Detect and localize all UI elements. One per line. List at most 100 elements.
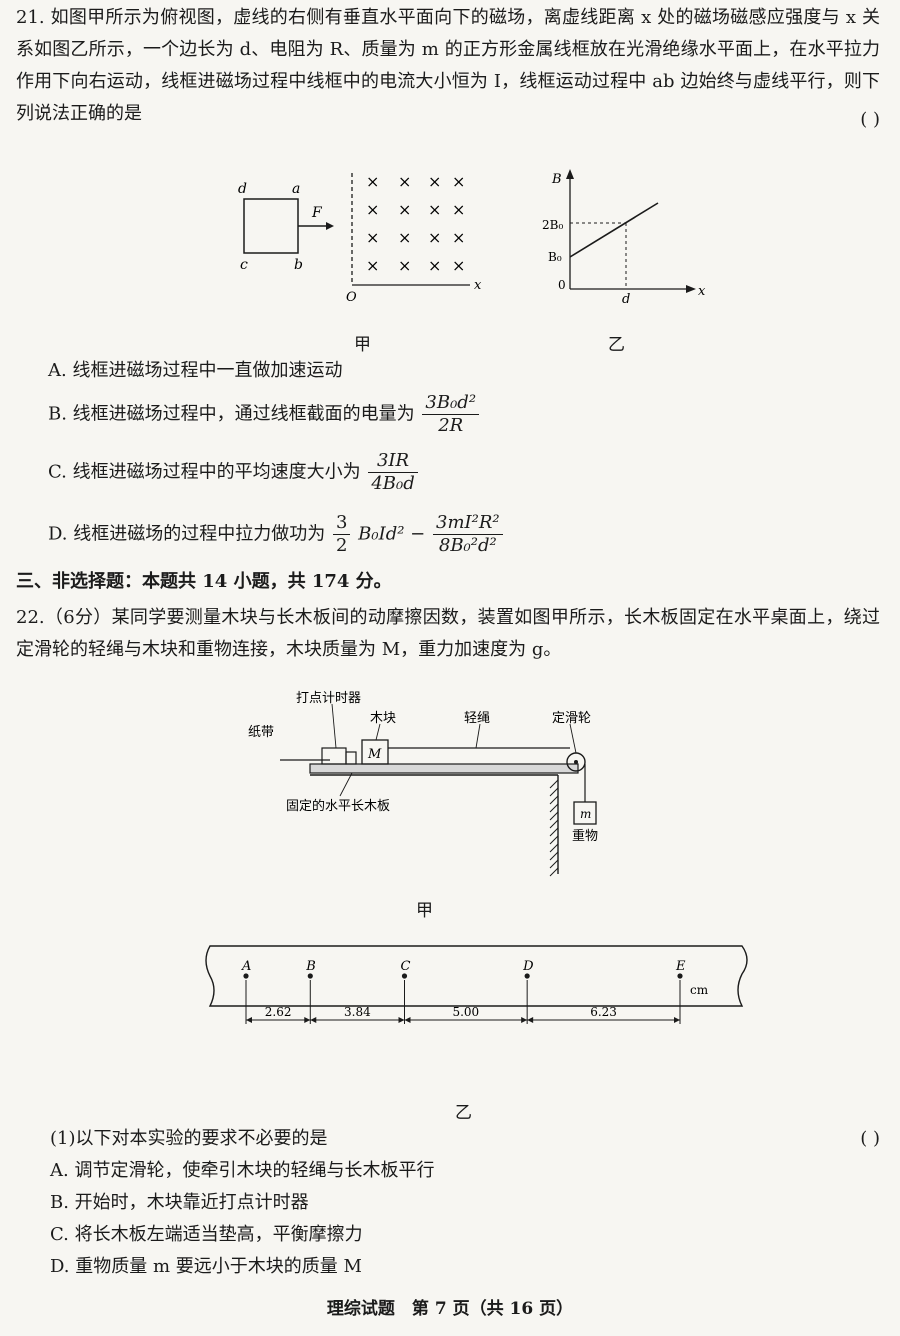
hatch-line	[549, 835, 559, 845]
field-cross-2-2: ×	[428, 228, 441, 247]
option-c-fraction: 3IR 4B₀d	[368, 450, 418, 495]
hatch-line	[549, 827, 559, 837]
field-cross-0-2: ×	[428, 172, 441, 191]
table-hatching	[549, 779, 559, 877]
tape-point-label-E: E	[675, 959, 686, 974]
tape-dot-C	[401, 973, 408, 979]
segment-arrow-right	[521, 1017, 528, 1023]
q22-sub1-text: (1)以下对本实验的要求不必要的是	[50, 1128, 328, 1149]
tick-d-label: d	[622, 292, 630, 307]
hanging-weight	[573, 801, 597, 825]
wood-block	[361, 739, 389, 765]
tape-strip	[205, 945, 748, 1007]
q21-figure-jia-caption: 甲	[354, 335, 371, 355]
corner-b-label: b	[294, 257, 303, 273]
tape-dot-D	[524, 973, 530, 979]
segment-length-label: 2.62	[265, 1005, 292, 1019]
b-axis-label: B	[551, 172, 562, 187]
hatch-line	[549, 779, 559, 789]
option-d-text: D. 线框进磁场的过程中拉力做功为	[48, 523, 326, 545]
corner-a-label: a	[292, 181, 300, 197]
q22-tape-caption: 乙	[455, 1103, 472, 1123]
pulley-label: 定滑轮	[552, 711, 591, 726]
corner-d-label: d	[238, 181, 247, 197]
q21-figure-yi: B 2B₀ B₀ 0 d x	[542, 169, 706, 307]
magnetic-field-crosses: ××××××××××××××××	[366, 172, 465, 275]
question-22-text: 22.（6分）某同学要测量木块与长木板间的动摩擦因数，装置如图甲所示，长木板固定…	[16, 607, 880, 660]
segment-length-label: 5.00	[452, 1005, 479, 1019]
segment-arrow-right	[304, 1017, 311, 1023]
field-cross-1-2: ×	[428, 200, 441, 219]
field-cross-2-0: ×	[366, 228, 379, 247]
field-cross-0-1: ×	[398, 172, 411, 191]
question-21-text: 21. 如图甲所示为俯视图，虚线的右侧有垂直水平面向下的磁场，离虚线距离 x 处…	[16, 7, 880, 124]
hatch-line	[549, 867, 559, 877]
tick-b0-label: B₀	[548, 250, 562, 264]
force-arrow-head	[326, 222, 334, 230]
tape-label: 纸带	[248, 725, 274, 740]
section-3-heading: 三、非选择题：本题共 14 小题，共 174 分。	[16, 571, 392, 592]
option-b-fraction: 3B₀d² 2R	[422, 392, 480, 437]
rope-label: 轻绳	[464, 711, 490, 726]
q22-apparatus-figure: M m 打点计时器 纸带 木块 轻绳 定滑轮 固定的水平长木板 重物	[248, 691, 598, 877]
field-cross-2-3: ×	[452, 228, 465, 247]
board-label: 固定的水平长木板	[286, 798, 390, 814]
q21-option-d: D. 线框进磁场的过程中拉力做功为 3 2 B₀Id² − 3mI²R² 8B₀…	[48, 512, 505, 557]
block-mass-label: M	[367, 747, 382, 762]
field-cross-1-0: ×	[366, 200, 379, 219]
q22-sub1-answer-bracket: ( )	[860, 1128, 880, 1149]
block-label: 木块	[370, 711, 396, 726]
force-label: F	[311, 205, 323, 221]
square-loop	[243, 198, 299, 254]
tape-point-label-C: C	[400, 959, 410, 974]
segment-arrow-left	[310, 1017, 317, 1023]
x-axis-label: x	[474, 278, 482, 293]
x-axis-arrow	[686, 285, 696, 293]
field-cross-3-3: ×	[452, 256, 465, 275]
q21-option-b: B. 线框进磁场过程中，通过线框截面的电量为 3B₀d² 2R	[48, 392, 481, 437]
origin-label: O	[346, 290, 357, 305]
origin-label: 0	[558, 278, 566, 292]
weight-mass-label: m	[580, 807, 591, 821]
b-vs-x-line	[569, 202, 659, 258]
segment-arrow-left	[527, 1017, 534, 1023]
weight-label: 重物	[572, 828, 598, 844]
long-board	[309, 763, 579, 774]
field-cross-2-1: ×	[398, 228, 411, 247]
hatch-line	[549, 859, 559, 869]
corner-c-label: c	[240, 257, 248, 273]
x-axis-label: x	[698, 284, 706, 299]
hatch-line	[549, 843, 559, 853]
q22-sub1-option-c: C. 将长木板左端适当垫高，平衡摩擦力	[50, 1224, 363, 1245]
option-c-text: C. 线框进磁场过程中的平均速度大小为	[48, 461, 361, 483]
option-d-fraction-2: 3mI²R² 8B₀²d²	[433, 512, 503, 557]
field-cross-3-0: ×	[366, 256, 379, 275]
hatch-line	[549, 811, 559, 821]
field-cross-0-3: ×	[452, 172, 465, 191]
hatch-line	[549, 787, 559, 797]
tape-unit-label: cm	[690, 983, 709, 997]
q22-sub1-option-a: A. 调节定滑轮，使牵引木块的轻绳与长木板平行	[50, 1160, 435, 1181]
segment-arrow-left	[246, 1017, 252, 1023]
option-d-middle-term: B₀Id² −	[358, 523, 426, 545]
q21-option-c: C. 线框进磁场过程中的平均速度大小为 3IR 4B₀d	[48, 450, 420, 495]
segment-length-label: 3.84	[344, 1005, 371, 1019]
tape-point-label-B: B	[305, 959, 316, 974]
segment-arrow-right	[398, 1017, 405, 1023]
q22-sub1-option-d: D. 重物质量 m 要远小于木块的质量 M	[50, 1256, 362, 1277]
q21-option-a: A. 线框进磁场过程中一直做加速运动	[48, 360, 343, 381]
b-axis-arrow	[566, 169, 574, 179]
hatch-line	[549, 851, 559, 861]
dot-timer	[321, 747, 347, 765]
question-21-answer-bracket: ( )	[860, 109, 880, 130]
tape-point-label-D: D	[522, 959, 534, 974]
tape-dot-E	[677, 973, 683, 979]
option-d-fraction-1: 3 2	[332, 512, 351, 557]
segment-arrow-left	[404, 1017, 411, 1023]
field-cross-1-1: ×	[398, 200, 411, 219]
tape-dot-B	[307, 973, 313, 979]
field-cross-3-2: ×	[428, 256, 441, 275]
timer-label: 打点计时器	[296, 691, 361, 706]
